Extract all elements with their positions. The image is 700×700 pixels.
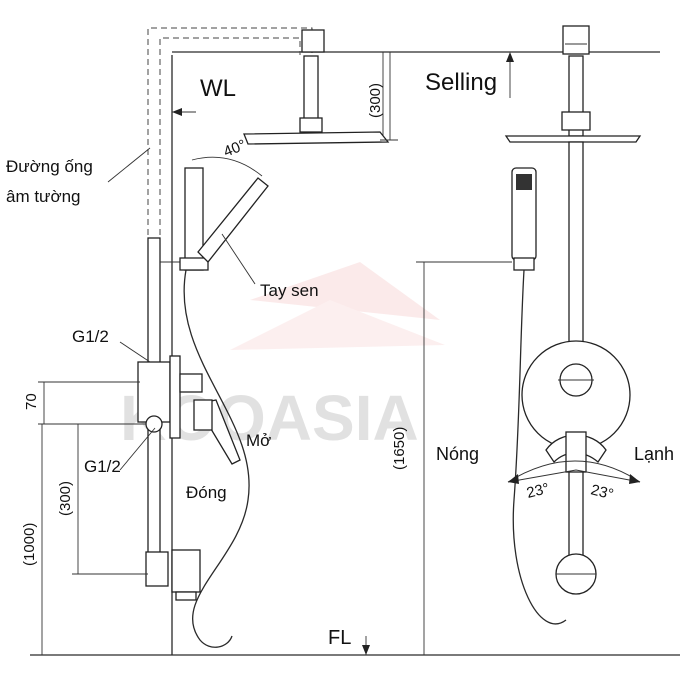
thread-top-label: G1/2 bbox=[72, 327, 109, 346]
pipe-label-leader bbox=[107, 147, 151, 183]
front-lever-body bbox=[565, 431, 587, 473]
dim-lower-gap: (300) bbox=[57, 481, 74, 516]
rain-shower-head bbox=[243, 131, 390, 145]
rotation-arrow-right bbox=[629, 474, 640, 484]
fl-label: FL bbox=[328, 627, 351, 649]
dim-outlet-spacing: 70 bbox=[23, 393, 40, 410]
rotation-rays bbox=[507, 469, 641, 483]
labels: WL Selling FL Đường ống âm tường Tay sen… bbox=[6, 69, 674, 649]
rotation-arrow-left bbox=[508, 474, 519, 484]
close-label: Đóng bbox=[186, 483, 227, 502]
ceiling-arrow-head bbox=[506, 52, 514, 62]
hand-shower-tilted bbox=[197, 177, 269, 263]
wl-arrow-head bbox=[172, 108, 182, 116]
wl-label: WL bbox=[200, 75, 236, 102]
rotation-left-label: 23° bbox=[525, 480, 551, 502]
front-ceiling-flange bbox=[562, 25, 590, 55]
front-holder-clip bbox=[513, 257, 535, 271]
ceiling-label: Selling bbox=[425, 69, 497, 96]
mixer-plate bbox=[169, 355, 181, 439]
thread-bottom-label: G1/2 bbox=[84, 457, 121, 476]
dim-hand-shower-height: (1650) bbox=[391, 427, 408, 470]
concealed-pipe-label-line2: âm tường bbox=[6, 187, 81, 206]
concealed-pipe-inner bbox=[159, 37, 301, 575]
front-arm-nut bbox=[561, 111, 591, 131]
lower-connector bbox=[145, 551, 169, 587]
dim-ceiling-gap: (300) bbox=[367, 83, 384, 118]
open-label: Mở bbox=[246, 431, 271, 450]
lower-valve bbox=[171, 549, 201, 593]
hand-shower-label: Tay sen bbox=[260, 281, 319, 300]
mixer-cap-top bbox=[179, 373, 203, 393]
cold-label: Lạnh bbox=[634, 444, 674, 464]
concealed-pipe-label-line1: Đường ống bbox=[6, 157, 93, 176]
dim-mixer-height: (1000) bbox=[21, 523, 38, 566]
hand-shower-hose bbox=[183, 269, 250, 648]
mixer-body bbox=[137, 361, 171, 423]
hand-shower-leader bbox=[221, 233, 256, 285]
lever-base bbox=[193, 399, 213, 431]
front-view bbox=[416, 25, 642, 655]
rotation-right-label: 23° bbox=[589, 481, 615, 503]
tilt-angle-arc bbox=[191, 156, 263, 177]
thread-bottom-leader bbox=[119, 427, 156, 471]
fl-arrow-head bbox=[362, 645, 370, 655]
arm-nut bbox=[299, 117, 323, 133]
lower-valve-cap bbox=[175, 591, 197, 601]
hot-label: Nóng bbox=[436, 444, 479, 464]
ceiling-flange bbox=[301, 29, 325, 53]
hand-shower-nozzle bbox=[516, 174, 532, 190]
holder-clip bbox=[179, 257, 209, 271]
front-rain-head bbox=[504, 135, 642, 143]
tilt-angle-label: 40° bbox=[221, 136, 248, 160]
front-hose bbox=[512, 269, 567, 625]
rotation-arc bbox=[507, 460, 641, 483]
thread-top-leader bbox=[119, 341, 151, 363]
side-view: 40° bbox=[30, 27, 680, 656]
